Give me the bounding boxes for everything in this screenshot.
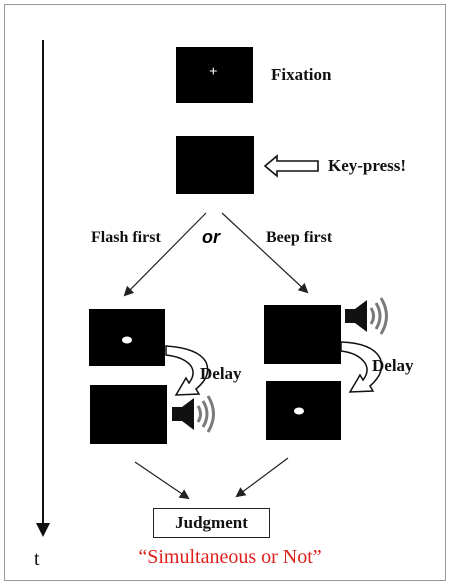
flash-dot — [294, 407, 304, 415]
branch-or-label: or — [202, 227, 220, 247]
speaker-icon — [345, 297, 388, 335]
branch-right-label: Beep first — [266, 229, 333, 246]
converge-arrow-right — [235, 457, 289, 498]
time-axis-label: t — [34, 548, 40, 570]
speaker-icon — [172, 395, 215, 433]
branch-left-label: Flash first — [91, 229, 161, 246]
hollow-left-arrow — [263, 154, 319, 178]
judgment-label: Judgment — [175, 513, 248, 532]
keypress-label: Key-press! — [328, 156, 407, 175]
judgment-question: “Simultaneous or Not” — [138, 546, 322, 568]
delay-right-label: Delay — [372, 356, 414, 375]
delay-arrow-right — [340, 341, 383, 393]
figure-border — [4, 4, 446, 581]
right-beep-screen — [264, 305, 341, 364]
judgment-box: Judgment — [153, 508, 270, 538]
right-flash-screen — [266, 381, 341, 440]
flash-dot — [122, 336, 132, 344]
left-flash-screen — [89, 309, 165, 366]
converge-arrow-left — [134, 461, 190, 500]
fixation-screen — [176, 47, 253, 103]
keypress-screen — [176, 136, 254, 194]
left-beep-screen — [90, 385, 167, 444]
branch-arrow-right — [221, 212, 309, 294]
delay-arrow-left — [165, 345, 209, 396]
fixation-label: Fixation — [271, 65, 332, 84]
fixation-cross: + — [209, 64, 218, 80]
delay-left-label: Delay — [200, 364, 242, 383]
branch-arrow-left — [123, 212, 207, 297]
